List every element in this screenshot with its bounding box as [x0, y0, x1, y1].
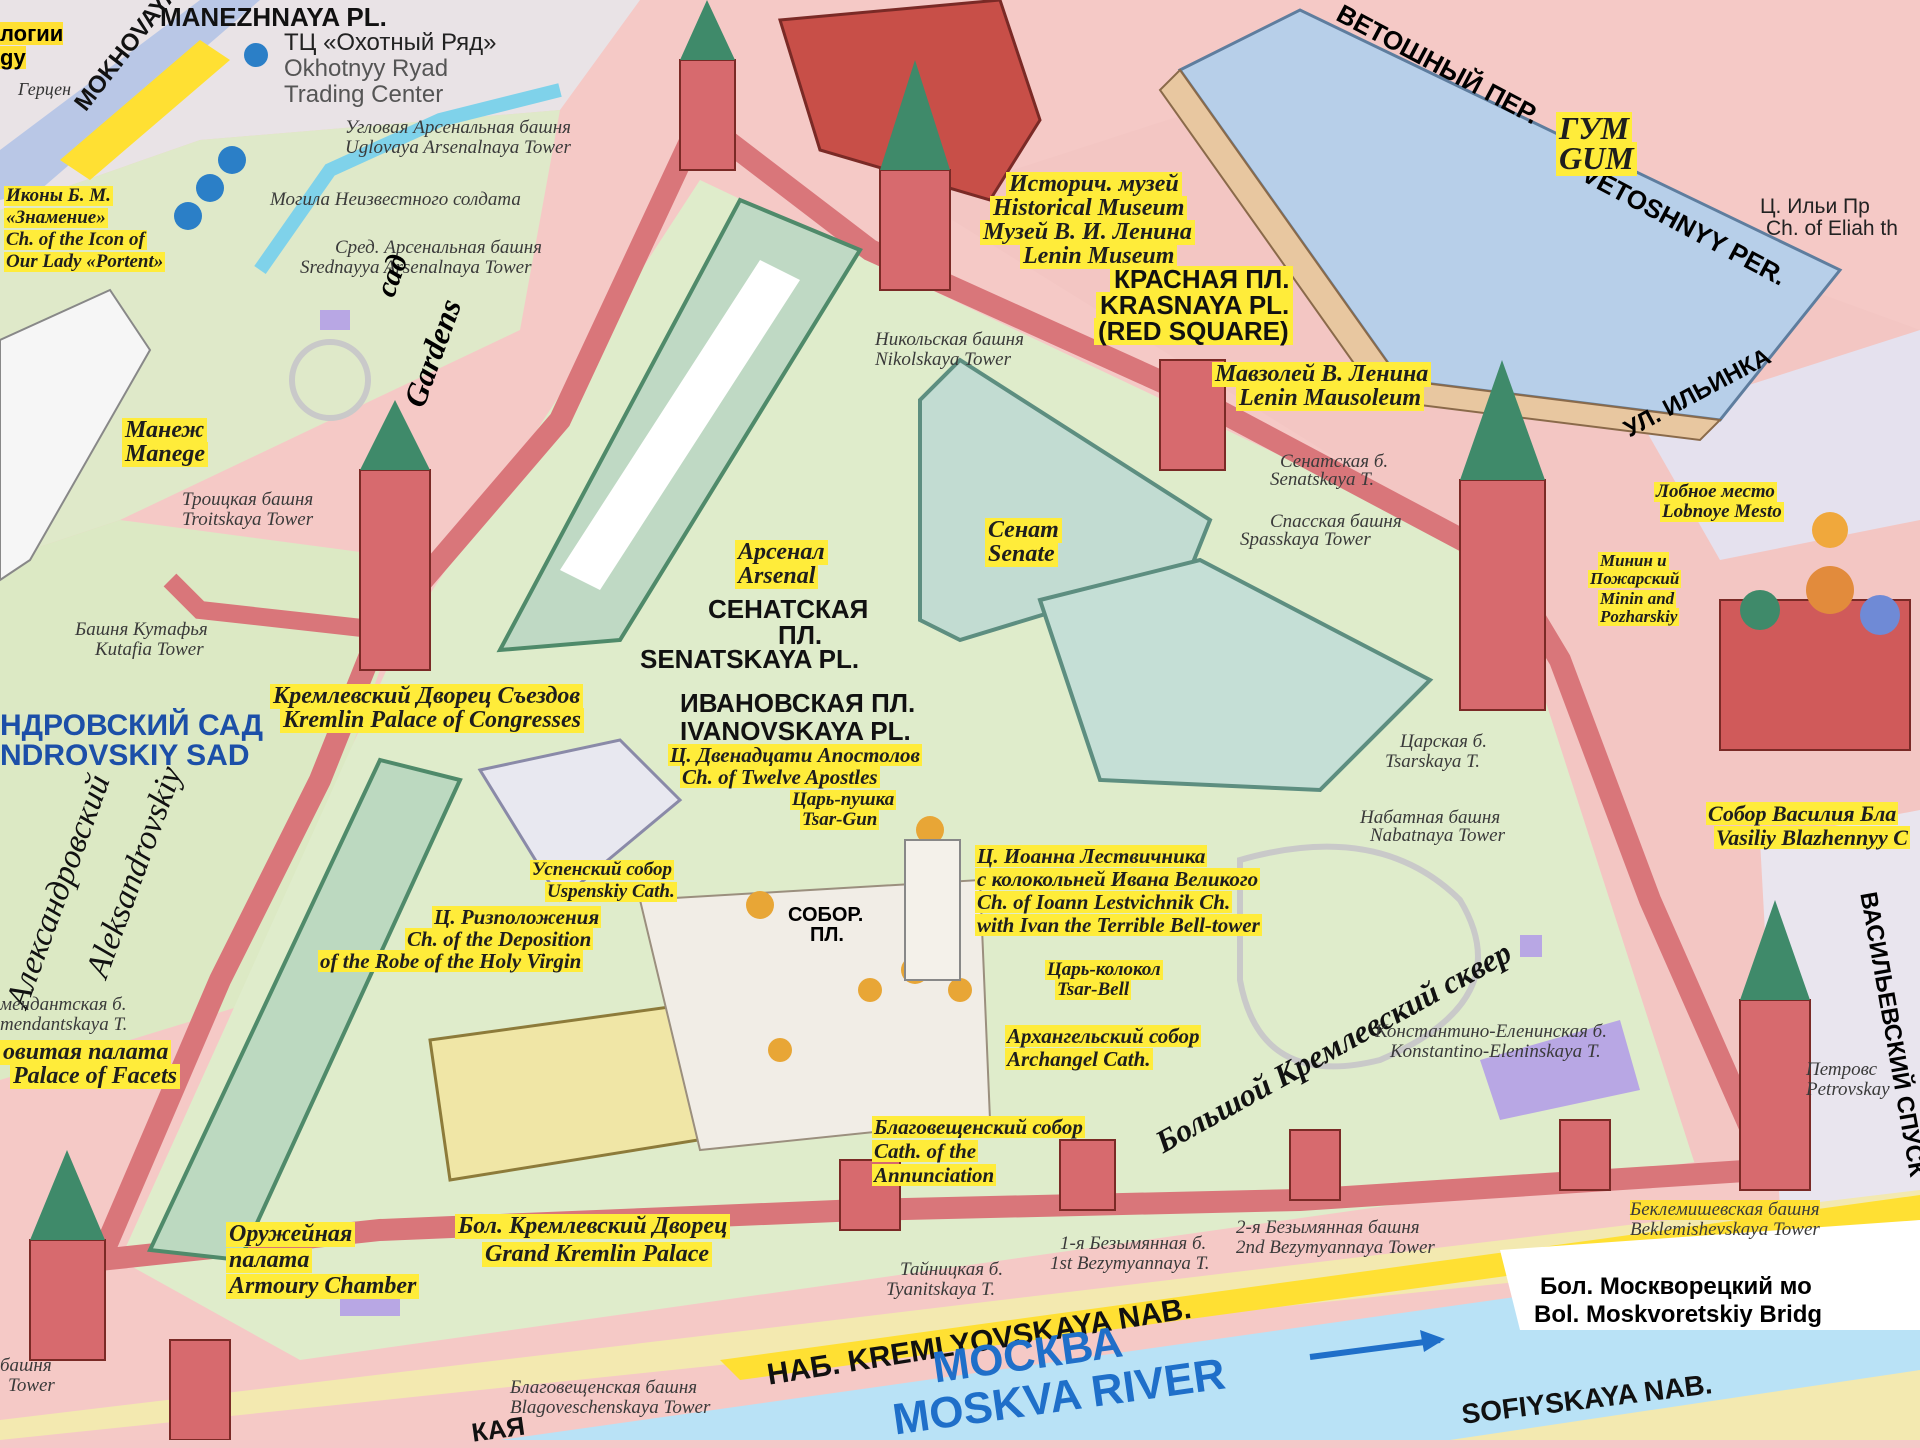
tainitskaya-tower: [839, 1159, 901, 1231]
sofiyskaya-embankment: [1450, 1370, 1920, 1440]
skver-path: [1237, 843, 1481, 1070]
mokhovaya-label-strip: [60, 40, 230, 180]
arsenal-courtyard: [560, 260, 800, 590]
vodovzvodnaya-tower: [29, 1239, 106, 1361]
spire-icon: [1740, 900, 1810, 1000]
moscow-university-building: [0, 288, 152, 582]
beklemishevskaya-tower: [1739, 999, 1811, 1191]
kremlin-presidium-building: [1037, 557, 1434, 793]
palace-of-congresses-building: [477, 738, 683, 903]
spire-icon: [880, 60, 950, 170]
blagoveschenskaya-tower: [169, 1339, 231, 1440]
lawn-patch-east: [1480, 1020, 1640, 1120]
kremlyovskaya-nab-strip: [720, 1195, 1920, 1380]
armoury-building: [147, 757, 463, 1263]
water-channel: [254, 83, 562, 275]
lawn-patch-skver: [1520, 935, 1542, 957]
uglovaya-arsenalnaya-tower: [679, 59, 736, 171]
troitskaya-tower: [359, 469, 431, 671]
troitsky-bridge: [163, 573, 381, 639]
petrovskaya-tower: [1559, 1119, 1611, 1191]
bridge-label-box: [1500, 1220, 1920, 1330]
kremlin-embankment-road: [0, 1190, 1920, 1440]
lawn-patch-gardens: [320, 310, 350, 330]
1st-bezymyannaya-tower: [1059, 1139, 1116, 1211]
st-basils-cathedral: [1719, 512, 1911, 751]
spasskaya-tower: [1459, 479, 1546, 711]
spire-icon: [680, 0, 735, 60]
nikolskaya-tower: [879, 169, 951, 291]
gardens-roundabout: [289, 339, 371, 421]
2nd-bezymyannaya-tower: [1289, 1129, 1341, 1201]
spire-icon: [30, 1150, 105, 1240]
ivan-the-great-bell-tower: [904, 839, 961, 981]
alexander-gardens-south: [0, 520, 420, 1080]
spire-icon: [1460, 360, 1545, 480]
spire-icon: [360, 400, 430, 470]
river-flow-arrowhead: [1420, 1330, 1445, 1352]
river-flow-arrow: [1309, 1337, 1441, 1360]
lawn-patch-south: [340, 1290, 400, 1316]
senatskaya-tower: [1159, 359, 1226, 471]
metro-icons: [174, 43, 268, 230]
